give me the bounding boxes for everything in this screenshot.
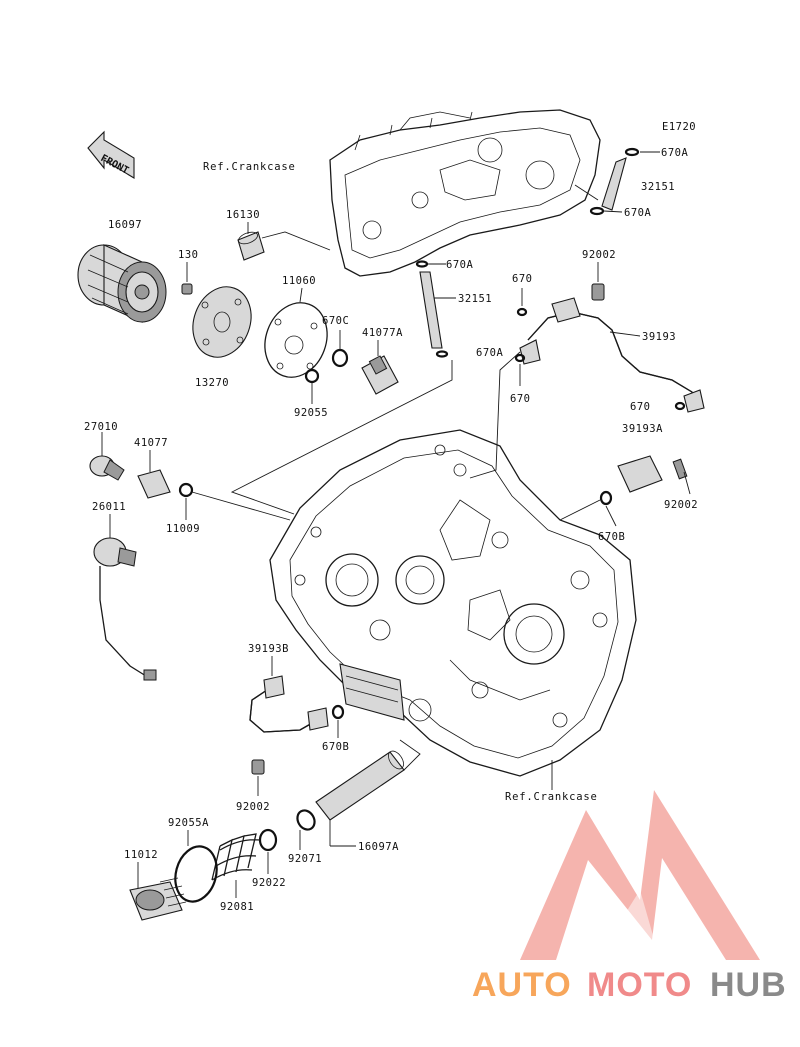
label-670a-top1: 670A: [661, 147, 688, 159]
ref-crankcase-top: Ref.Crankcase: [203, 161, 296, 173]
label-32151-mid: 32151: [458, 293, 492, 305]
label-670b-left: 670B: [322, 741, 349, 753]
oil-pipe-39193b: [249, 656, 345, 738]
tube-32151-top: [574, 147, 660, 216]
valve-41077: [137, 450, 171, 499]
label-41077: 41077: [134, 437, 168, 449]
bolt-92002-bottom: [251, 759, 265, 796]
gasket-11009: [178, 482, 194, 498]
label-92071: 92071: [288, 853, 322, 865]
label-92002-top: 92002: [582, 249, 616, 261]
label-130: 130: [178, 249, 198, 261]
label-11012: 11012: [124, 849, 158, 861]
front-arrow-icon: FRONT: [87, 130, 135, 179]
label-670-c: 670: [630, 401, 650, 413]
label-16097a: 16097A: [358, 841, 399, 853]
upper-crankcase: [329, 109, 601, 277]
label-16097: 16097: [108, 219, 142, 231]
diagram-code: E1720: [662, 121, 696, 133]
oring-670a-top2: [589, 206, 605, 216]
fitting-16130: [237, 222, 331, 261]
label-92022: 92022: [252, 877, 286, 889]
strainer-16097a: [296, 739, 421, 850]
oring-670a-top1: [624, 147, 640, 157]
oring-670b-left: [331, 704, 345, 720]
label-670a-mid2: 670A: [476, 347, 503, 359]
watermark-text: AUTO MOTO HUB: [472, 966, 787, 1004]
label-11060: 11060: [282, 275, 316, 287]
sensor-26011: [93, 514, 157, 681]
label-92055a: 92055A: [168, 817, 209, 829]
watermark-hub: HUB: [710, 966, 787, 1004]
leader-valve: [230, 360, 453, 515]
ref-crankcase-bottom: Ref.Crankcase: [505, 791, 598, 803]
watermark-moto: MOTO: [587, 966, 692, 1004]
label-13270: 13270: [195, 377, 229, 389]
label-670a-top2: 670A: [624, 207, 651, 219]
switch-27010: [89, 432, 125, 481]
oring-670-c: [674, 401, 686, 411]
oring-92055: [304, 368, 320, 384]
label-92002-bottom: 92002: [236, 801, 270, 813]
oil-pipe-39193: [469, 262, 705, 479]
tube-32151-mid: [415, 260, 456, 358]
label-27010: 27010: [84, 421, 118, 433]
label-670-a: 670: [512, 273, 532, 285]
label-32151-top: 32151: [641, 181, 675, 193]
fitting-right: [559, 455, 691, 527]
oring-670-b: [514, 353, 526, 363]
plate-13270: [192, 286, 252, 358]
oil-filter: [77, 244, 167, 323]
label-16130: 16130: [226, 209, 260, 221]
label-670-b: 670: [510, 393, 530, 405]
oring-670b-right: [599, 490, 613, 506]
label-670c: 670C: [322, 315, 349, 327]
label-41077a: 41077A: [362, 327, 403, 339]
label-39193a: 39193A: [622, 423, 663, 435]
oring-670-a: [516, 307, 528, 317]
label-92002-right: 92002: [664, 499, 698, 511]
watermark-logo: [520, 790, 760, 960]
oring-92055a: [174, 845, 218, 903]
oring-670c: [331, 348, 349, 368]
label-670b-right: 670B: [598, 531, 625, 543]
washer-92022: [258, 828, 278, 852]
lower-crankcase: [269, 429, 637, 790]
cap-11012: [129, 862, 187, 921]
watermark-auto: AUTO: [472, 966, 572, 1004]
label-670a-mid: 670A: [446, 259, 473, 271]
label-39193: 39193: [642, 331, 676, 343]
gasket-11060: [264, 287, 328, 378]
label-92055: 92055: [294, 407, 328, 419]
label-39193b: 39193B: [248, 643, 289, 655]
bolt-130: [181, 262, 193, 295]
label-92081: 92081: [220, 901, 254, 913]
label-26011: 26011: [92, 501, 126, 513]
label-11009: 11009: [166, 523, 200, 535]
valve-41077a: [361, 340, 399, 395]
